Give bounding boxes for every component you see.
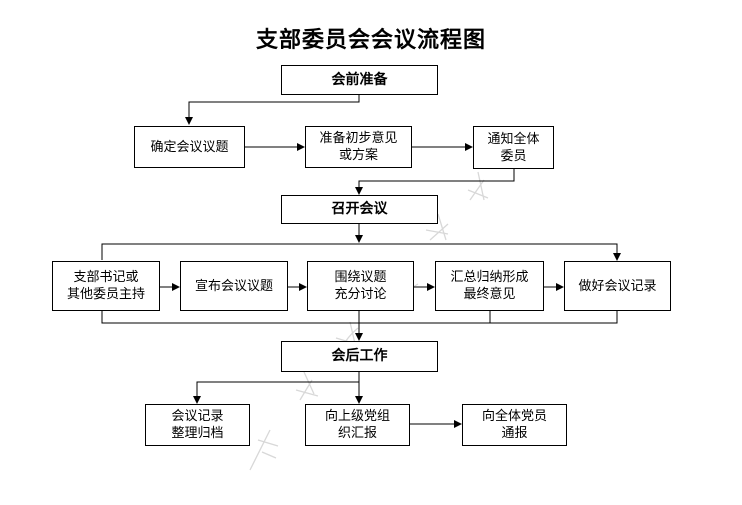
connector-header3-step1: [193, 371, 360, 404]
page-title: 支部委员会会议流程图: [255, 28, 486, 53]
step-announce-topic: 宣布会议议题: [180, 261, 288, 311]
stage-header-before: 会前准备: [281, 65, 438, 95]
step-prepare-opinion: 准备初步意见 或方案: [305, 126, 412, 168]
step-host-meeting: 支部书记或 其他委员主持: [52, 261, 160, 311]
step-report-upper: 向上级党组 织汇报: [305, 404, 410, 446]
step-confirm-topic: 确定会议议题: [134, 126, 245, 168]
step-notify-members: 通知全体 委员: [473, 126, 554, 169]
step-discuss: 围绕议题 充分讨论: [307, 261, 414, 311]
connector-step3-header2: [355, 169, 515, 195]
step-summarize: 汇总归纳形成 最终意见: [435, 261, 544, 311]
step-record: 做好会议记录: [564, 261, 671, 311]
step-archive-records: 会议记录 整理归档: [145, 404, 250, 446]
step-inform-members: 向全体党员 通报: [462, 404, 567, 446]
stage-header-during: 召开会议: [281, 195, 438, 224]
connector-distribution-bar: [101, 243, 621, 261]
stage-header-after: 会后工作: [281, 341, 438, 372]
connector-header1-step1: [185, 94, 360, 125]
